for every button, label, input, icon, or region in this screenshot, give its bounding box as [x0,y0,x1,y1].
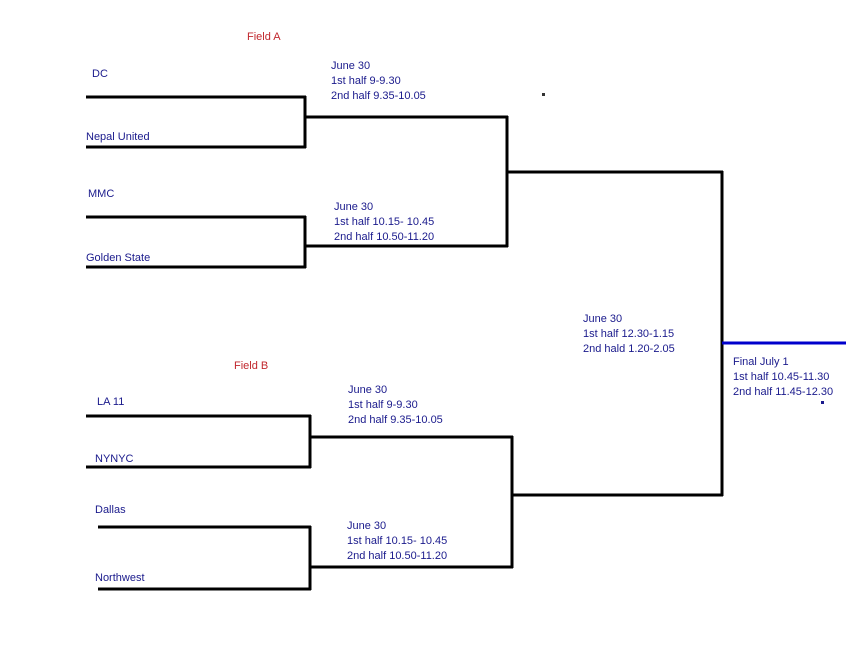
match-first-half: 1st half 10.45-11.30 [733,371,830,383]
match-first-half: 1st half 12.30-1.15 [583,328,675,340]
match-first-half: 1st half 9-9.30 [348,399,418,411]
match-first-half: 1st half 9-9.30 [331,75,401,87]
match-second-half: 2nd half 9.35-10.05 [348,414,443,426]
team-name-nepal-united: Nepal United [86,131,150,143]
team-name-mmc: MMC [88,188,115,200]
team-name-la-11: LA 11 [97,396,125,408]
artifact-dot-lower [821,401,824,404]
match-second-half: 2nd half 11.45-12.30 [733,386,834,398]
match-info-qf-a2: June 30 1st half 10.15- 10.45 2nd half 1… [334,200,434,245]
match-info-semifinal: June 30 1st half 12.30-1.15 2nd hald 1.2… [583,312,675,357]
match-date: June 30 [583,313,623,325]
match-first-half: 1st half 10.15- 10.45 [334,216,435,228]
artifact-dot-upper [542,93,545,96]
match-second-half: 2nd half 9.35-10.05 [331,90,426,102]
match-second-half: 2nd half 10.50-11.20 [334,231,435,243]
match-date: Final July 1 [733,356,789,368]
field-b-label: Field B [234,360,269,372]
match-second-half: 2nd half 10.50-11.20 [347,550,448,562]
match-info-final: Final July 1 1st half 10.45-11.30 2nd ha… [733,355,833,400]
team-name-golden-state: Golden State [86,252,151,264]
match-date: June 30 [347,520,387,532]
team-name-northwest: Northwest [95,572,145,584]
team-name-nynyc: NYNYC [95,453,134,465]
match-date: June 30 [348,384,388,396]
match-info-qf-b1: June 30 1st half 9-9.30 2nd half 9.35-10… [348,383,443,428]
match-info-qf-b2: June 30 1st half 10.15- 10.45 2nd half 1… [347,519,447,564]
match-date: June 30 [331,60,371,72]
team-name-dallas: Dallas [95,504,126,516]
match-second-half: 2nd hald 1.20-2.05 [583,343,675,355]
match-info-qf-a1: June 30 1st half 9-9.30 2nd half 9.35-10… [331,59,426,104]
match-first-half: 1st half 10.15- 10.45 [347,535,448,547]
field-a-label: Field A [247,31,281,43]
match-date: June 30 [334,201,374,213]
team-name-dc: DC [92,68,108,80]
